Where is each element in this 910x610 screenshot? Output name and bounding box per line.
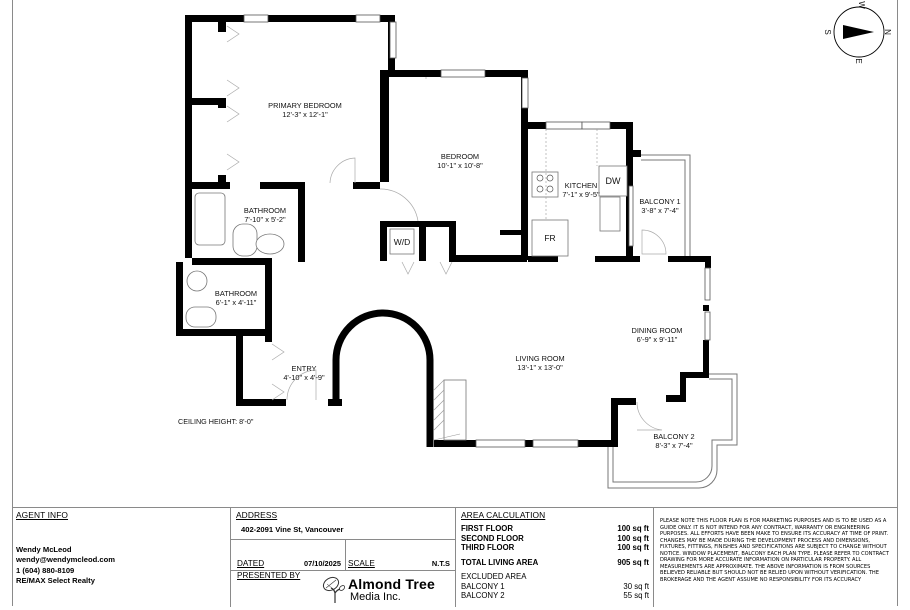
label-primary-bedroom: PRIMARY BEDROOM (268, 101, 342, 110)
label-entry: ENTRY (292, 364, 317, 373)
area-heading: AREA CALCULATION (461, 510, 546, 520)
svg-text:10'-1" x 10'-8": 10'-1" x 10'-8" (437, 161, 483, 170)
agent-brokerage: RE/MAX Select Realty (16, 575, 95, 585)
scale-label: SCALE (348, 559, 375, 568)
svg-text:8'-3" x 7'-4": 8'-3" x 7'-4" (655, 441, 693, 450)
logo-brand: Almond Tree (348, 576, 435, 592)
svg-text:E: E (854, 58, 863, 63)
label-dining-room: DINING ROOM (632, 326, 683, 335)
fireplace (433, 379, 461, 441)
svg-text:N: N (883, 29, 892, 35)
label-bathroom-1: BATHROOM (244, 206, 286, 215)
presented-by-label: PRESENTED BY (237, 571, 301, 580)
agent-name: Wendy McLeod (16, 545, 72, 554)
svg-text:6'-9" x 9'-11": 6'-9" x 9'-11" (637, 335, 678, 344)
disclaimer-text: PLEASE NOTE THIS FLOOR PLAN IS FOR MARKE… (660, 518, 889, 583)
label-kitchen: KITCHEN (565, 181, 597, 190)
address-heading: ADDRESS (236, 510, 278, 520)
label-balcony-2: BALCONY 2 (653, 432, 694, 441)
label-living-room: LIVING ROOM (515, 354, 564, 363)
excluded-heading-row: EXCLUDED AREA (461, 572, 527, 581)
washer-dryer (389, 228, 415, 255)
agent-phone[interactable]: 1 (604) 880-8109 (16, 565, 75, 575)
scale-value: N.T.S (431, 559, 450, 568)
svg-text:6'-1" x 4'-11": 6'-1" x 4'-11" (216, 298, 257, 307)
label-bedroom: BEDROOM (441, 152, 479, 161)
compass: W N S E (823, 1, 892, 63)
svg-text:7'-10" x 5'-2": 7'-10" x 5'-2" (244, 215, 286, 224)
address-section: ADDRESS 402-2091 Vine St, Vancouver DATE… (230, 508, 456, 607)
fixtures (185, 165, 628, 441)
svg-text:W: W (857, 1, 866, 9)
company-logo: Almond Tree Media Inc. (322, 575, 452, 605)
agent-email[interactable]: wendy@wendymcleod.com (16, 555, 115, 565)
door-swings (226, 25, 667, 431)
svg-text:S: S (823, 29, 832, 34)
almond-leaf-icon (322, 576, 346, 603)
svg-text:4'-10" x 4'-9": 4'-10" x 4'-9" (283, 373, 325, 382)
label-dishwasher: DW (606, 176, 621, 186)
fridge (531, 219, 569, 257)
agent-info-heading: AGENT INFO (16, 510, 69, 520)
svg-text:7'-1" x 9'-5": 7'-1" x 9'-5" (562, 190, 600, 199)
compass-arrow-icon (843, 25, 874, 39)
label-fridge: FR (544, 233, 555, 243)
agent-info-section: AGENT INFO Wendy McLeod wendy@wendymcleo… (12, 508, 230, 607)
dated-label: DATED (237, 559, 265, 568)
arch-wall (332, 309, 434, 447)
date-scale-row: DATED 07/10/2025 SCALE N.T.S (231, 539, 456, 571)
windows (243, 14, 711, 448)
svg-text:13'-1" x 13'-0": 13'-1" x 13'-0" (517, 363, 563, 372)
ceiling-height: CEILING HEIGHT: 8'-0" (178, 417, 254, 426)
dated-value: 07/10/2025 (304, 559, 341, 568)
dishwasher (598, 165, 628, 197)
label-bathroom-2: BATHROOM (215, 289, 257, 298)
disclaimer-section: PLEASE NOTE THIS FLOOR PLAN IS FOR MARKE… (653, 508, 899, 607)
svg-text:12'-3" x 12'-1": 12'-3" x 12'-1" (282, 110, 328, 119)
floor-plan: PRIMARY BEDROOM 12'-3" x 12'-1" BEDROOM … (176, 1, 892, 489)
frame-right-border (897, 0, 898, 606)
svg-text:3'-8" x 7'-4": 3'-8" x 7'-4" (641, 206, 679, 215)
label-balcony-1: BALCONY 1 (639, 197, 680, 206)
title-block: AGENT INFO Wendy McLeod wendy@wendymcleo… (12, 507, 898, 607)
room-labels: PRIMARY BEDROOM 12'-3" x 12'-1" BEDROOM … (178, 101, 695, 450)
logo-subtitle: Media Inc. (350, 591, 401, 603)
balcony-railings (607, 154, 738, 489)
address-street: 402-2091 Vine St, Vancouver (241, 525, 344, 534)
frame-left-border (12, 0, 13, 606)
label-washer-dryer: W/D (394, 237, 411, 247)
